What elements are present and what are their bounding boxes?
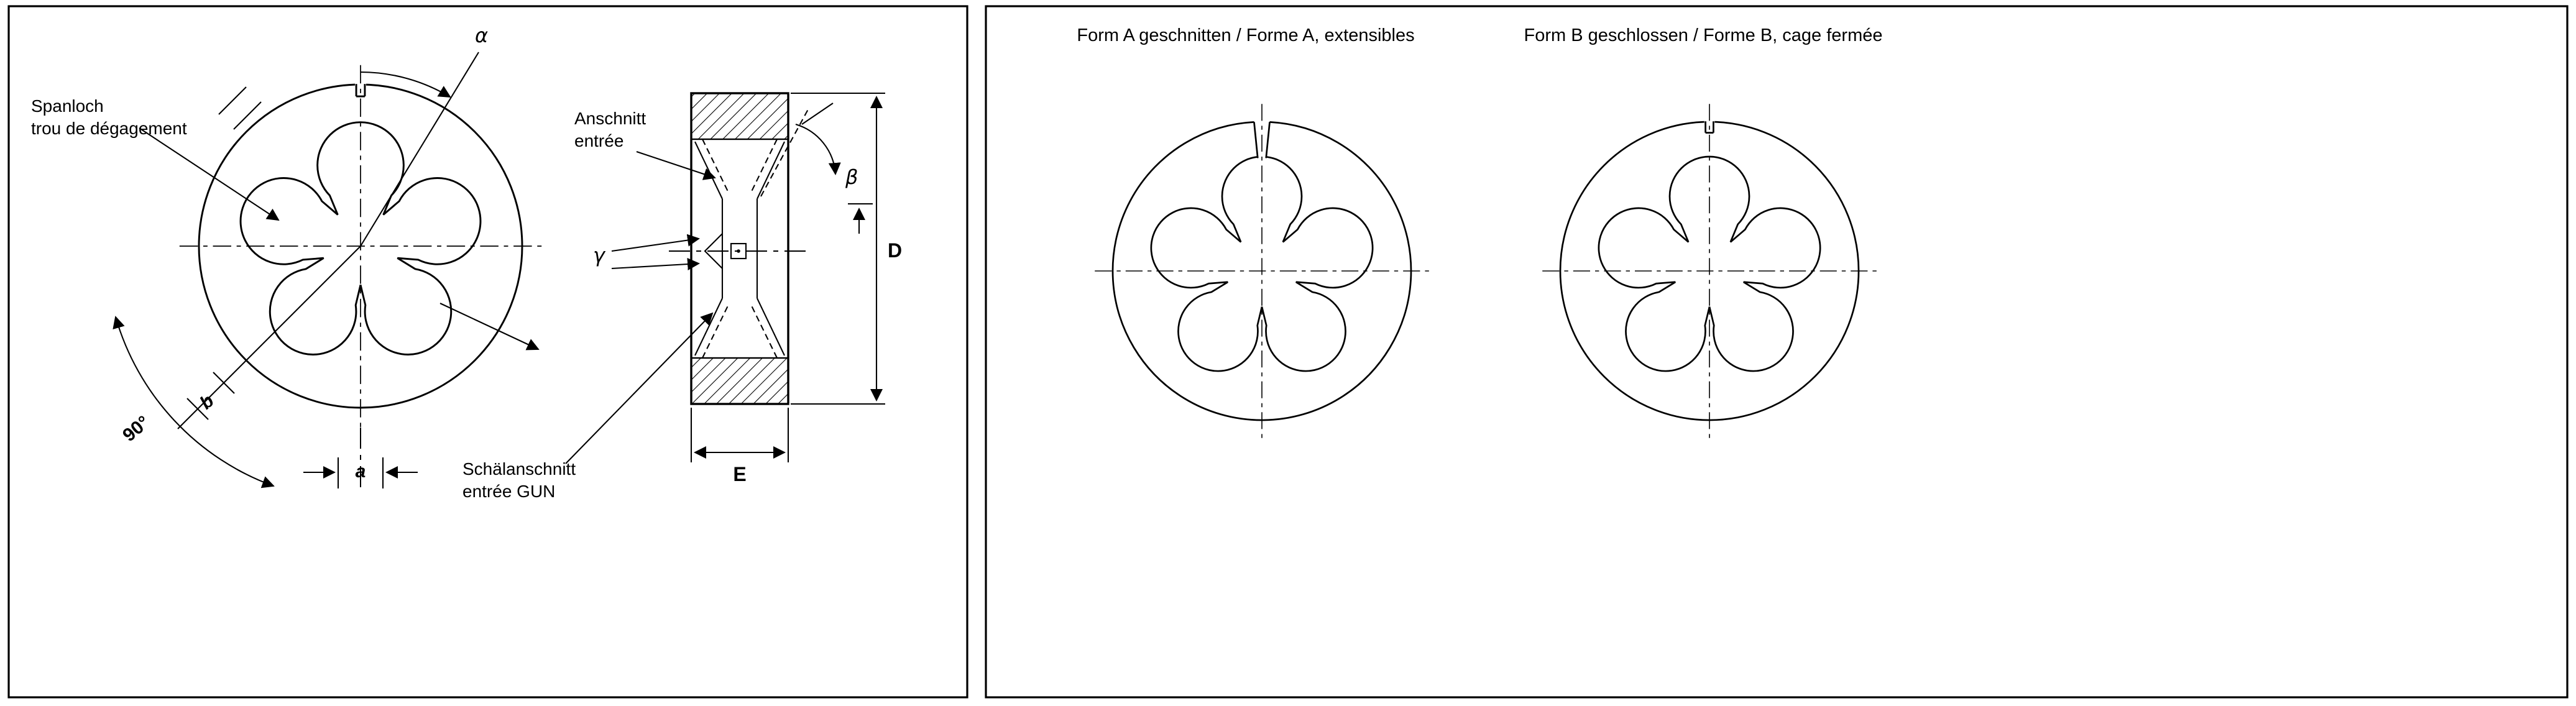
alpha-angle-arc: [360, 71, 451, 98]
form-b-title: Form B geschlossen / Forme B, cage fermé…: [1524, 25, 1883, 45]
form-a-die-view: [1094, 103, 1430, 439]
anschnitt-leader: [636, 151, 716, 180]
form-b-die-view: [1542, 103, 1877, 439]
gamma-arrow-top: [611, 234, 700, 252]
right-panel: Form A geschnitten / Forme A, extensible…: [985, 5, 2569, 699]
rake-direction-arrow: [439, 303, 540, 351]
slit-right-edge: [1265, 122, 1271, 158]
beta-angle-arc: [795, 123, 841, 175]
schael-leader: [565, 312, 714, 464]
spanloch-label-line1: Spanloch: [31, 96, 104, 116]
section-hatch-top: [690, 92, 789, 140]
chamfer-bottom-right: [757, 298, 785, 356]
anschnitt-label-line2: entrée: [574, 131, 623, 150]
rim-tick-2: [233, 101, 262, 130]
left-panel: Spanloch trou de dégagement α 90° b: [7, 5, 968, 699]
schael-label-line2: entrée GUN: [462, 482, 555, 501]
form-a-title: Form A geschnitten / Forme A, extensible…: [1077, 25, 1414, 45]
chamfer-top-right: [757, 141, 785, 199]
alpha-flank-line: [360, 52, 479, 247]
slit-left-edge: [1253, 122, 1259, 158]
die-section-view: Anschnitt entrée β γ Schälanschnitt entr…: [462, 92, 902, 501]
section-hatch-bottom: [690, 357, 789, 405]
e-label: E: [733, 463, 746, 485]
beta-corner-tick: [801, 103, 834, 125]
b-tick-2: [186, 398, 209, 420]
beta-label: β: [845, 165, 858, 189]
spanloch-leader: [139, 127, 280, 221]
a-label: a: [356, 461, 366, 482]
b-tick-1: [213, 372, 235, 394]
gamma-label: γ: [593, 244, 606, 267]
chamfer-bottom-left: [694, 298, 723, 356]
gamma-arrow-bottom: [611, 258, 700, 271]
alpha-label: α: [475, 24, 488, 47]
anschnitt-label-line1: Anschnitt: [574, 109, 646, 128]
beta-flank-dashed: [760, 109, 809, 197]
spanloch-label-line2: trou de dégagement: [31, 119, 187, 138]
d-label: D: [888, 239, 902, 262]
rim-tick-1: [218, 86, 247, 115]
schael-label-line1: Schälanschnitt: [462, 459, 576, 479]
angle-90-arc: [113, 316, 275, 488]
rake-notch: [704, 233, 723, 269]
